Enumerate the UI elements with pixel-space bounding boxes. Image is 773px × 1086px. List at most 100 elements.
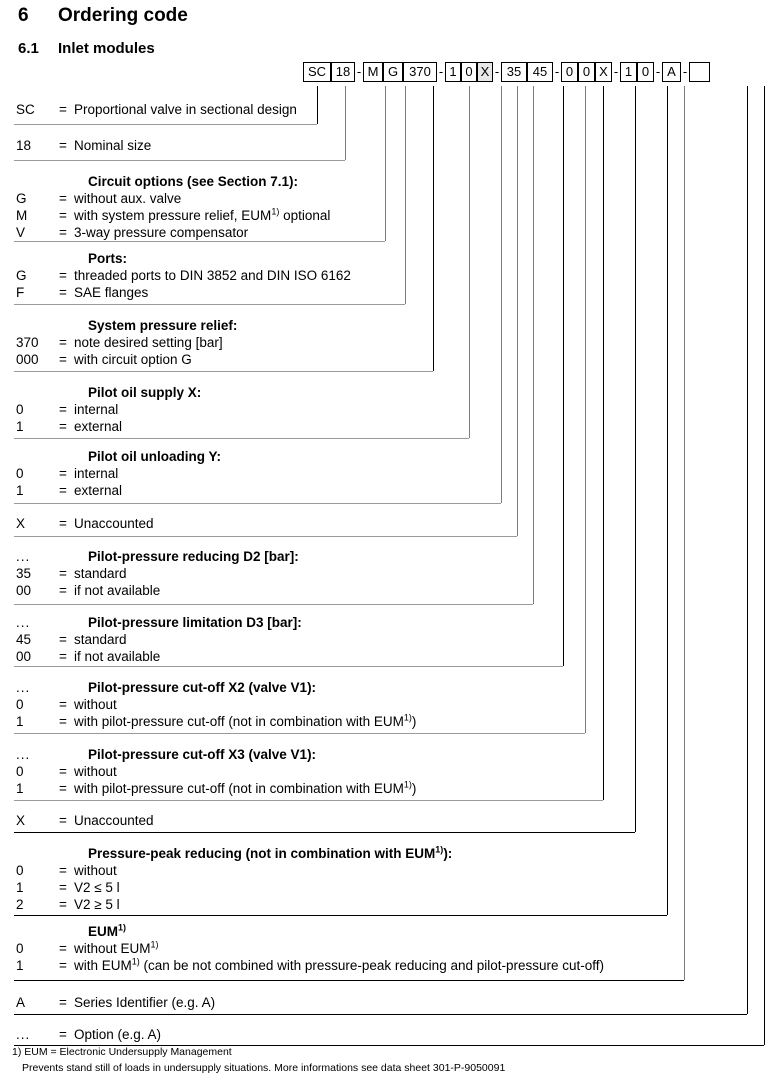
row-divider [14, 800, 603, 801]
row-equals: = [59, 352, 67, 367]
row-code: 0 [16, 402, 24, 417]
row-code: ... [16, 549, 31, 564]
row-code: 370 [16, 335, 39, 350]
row-header: Ports: [88, 251, 128, 266]
row-description: Unaccounted [74, 516, 154, 531]
code-leader-line [517, 86, 518, 536]
row-equals: = [59, 466, 67, 481]
row-divider [14, 980, 684, 981]
code-leader-line [585, 86, 586, 733]
row-code: 000 [16, 352, 39, 367]
code-leader-line [635, 86, 636, 832]
section-number: 6 [18, 5, 29, 26]
row-description: with pilot-pressure cut-off (not in comb… [74, 712, 417, 729]
row-equals: = [59, 102, 67, 117]
row-description: internal [74, 402, 119, 417]
row-description: note desired setting [bar] [74, 335, 223, 350]
row-description: without [74, 697, 117, 712]
code-leader-line [501, 86, 502, 503]
row-code: M [16, 208, 28, 223]
row-divider [14, 1014, 747, 1015]
code-leader-line [684, 86, 685, 980]
row-header: EUM1) [88, 922, 127, 939]
row-code: 45 [16, 632, 32, 647]
row-description: Nominal size [74, 138, 152, 153]
code-leader-line [405, 86, 406, 304]
ordering-code-cell: X [595, 62, 612, 82]
row-description: external [74, 483, 123, 498]
row-equals: = [59, 697, 67, 712]
row-code: A [16, 995, 26, 1010]
row-equals: = [59, 419, 67, 434]
code-leader-line [469, 86, 470, 438]
row-code: 0 [16, 941, 24, 956]
ordering-code-cell: 370 [403, 62, 437, 82]
row-divider [14, 304, 405, 305]
code-leader-line [747, 86, 748, 1014]
row-equals: = [59, 583, 67, 598]
row-description: standard [74, 632, 127, 647]
row-header: Pilot oil supply X: [88, 385, 202, 400]
code-leader-line [317, 86, 318, 124]
row-code: G [16, 191, 27, 206]
row-description: Proportional valve in sectional design [74, 102, 297, 117]
row-description: standard [74, 566, 127, 581]
row-code: 00 [16, 583, 32, 598]
row-equals: = [59, 208, 67, 223]
code-leader-line [533, 86, 534, 604]
code-leader-line [433, 86, 434, 371]
row-equals: = [59, 813, 67, 828]
row-header: Pilot-pressure cut-off X3 (valve V1): [88, 747, 317, 762]
row-description: with system pressure relief, EUM1) optio… [74, 206, 331, 223]
row-code: 1 [16, 714, 24, 729]
row-code: V [16, 225, 26, 240]
row-header: Pressure-peak reducing (not in combinati… [88, 844, 453, 861]
row-description: with pilot-pressure cut-off (not in comb… [74, 779, 417, 796]
row-code: 1 [16, 781, 24, 796]
row-equals: = [59, 958, 67, 973]
row-divider [14, 371, 433, 372]
row-code: 35 [16, 566, 32, 581]
row-equals: = [59, 897, 67, 912]
ordering-code-cell: 0 [561, 62, 578, 82]
row-code: 0 [16, 697, 24, 712]
row-description: SAE flanges [74, 285, 149, 300]
row-code: X [16, 516, 26, 531]
row-description: without [74, 863, 117, 878]
row-code: 1 [16, 958, 24, 973]
row-description: if not available [74, 649, 161, 664]
footnote-2: Prevents stand still of loads in undersu… [22, 1062, 506, 1074]
row-code: 0 [16, 466, 24, 481]
ordering-code-cell [689, 62, 710, 82]
ordering-code-separator: - [554, 64, 560, 79]
footnote-1: 1) EUM = Electronic Undersupply Manageme… [12, 1046, 232, 1058]
ordering-code-separator: - [655, 64, 661, 79]
row-description: without [74, 764, 117, 779]
row-equals: = [59, 941, 67, 956]
row-divider [14, 160, 345, 161]
row-divider [14, 915, 667, 916]
row-code: SC [16, 102, 35, 117]
row-code: 00 [16, 649, 32, 664]
row-header: Pilot-pressure cut-off X2 (valve V1): [88, 680, 317, 695]
row-code: ... [16, 747, 31, 762]
row-description: threaded ports to DIN 3852 and DIN ISO 6… [74, 268, 351, 283]
row-description: internal [74, 466, 119, 481]
row-divider [14, 536, 517, 537]
ordering-code-cell: X [477, 62, 493, 82]
row-code: G [16, 268, 27, 283]
code-leader-line [385, 86, 386, 241]
row-divider [14, 241, 385, 242]
row-equals: = [59, 764, 67, 779]
row-description: Series Identifier (e.g. A) [74, 995, 216, 1010]
row-description: Option (e.g. A) [74, 1027, 162, 1042]
code-leader-line [667, 86, 668, 915]
row-description: Unaccounted [74, 813, 154, 828]
ordering-code-cell: 1 [620, 62, 637, 82]
ordering-code-separator: - [682, 64, 688, 79]
code-leader-line [563, 86, 564, 666]
row-divider [14, 1045, 764, 1046]
row-equals: = [59, 516, 67, 531]
row-equals: = [59, 863, 67, 878]
